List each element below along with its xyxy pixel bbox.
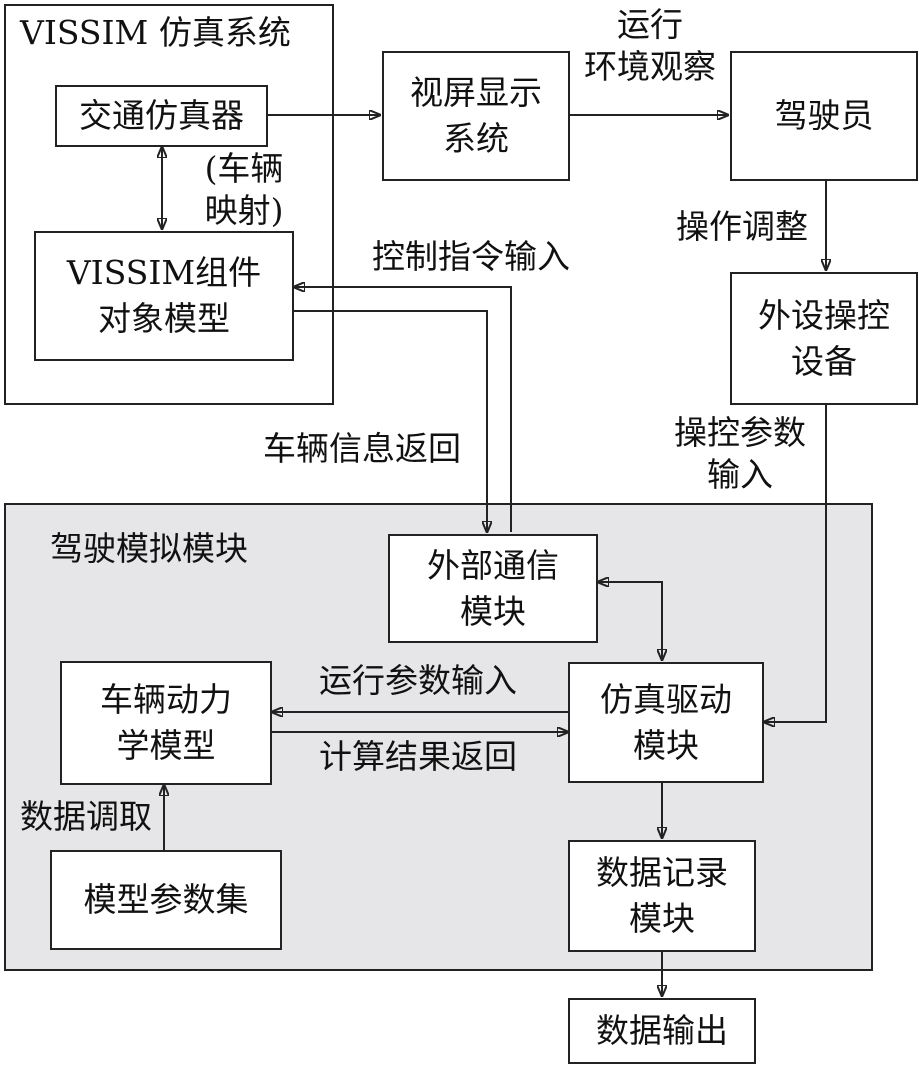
driver-box: 驾驶员 (730, 51, 918, 181)
vissim-system-region (4, 4, 334, 405)
peripheral-device-box: 外设操控 设备 (730, 272, 918, 405)
vissim-system-title: VISSIM 仿真系统 (20, 13, 291, 52)
external-comm-box: 外部通信 模块 (388, 534, 598, 643)
control-param-label: 操控参数 输入 (674, 413, 806, 494)
vehicle-dynamics-box: 车辆动力 学模型 (60, 661, 272, 785)
sim-driver-box: 仿真驱动 模块 (568, 662, 764, 783)
env-observe-label: 运行 环境观察 (584, 5, 716, 86)
operate-adjust-label: 操作调整 (676, 207, 808, 246)
data-output-box: 数据输出 (568, 998, 756, 1064)
edge-control-cmd (294, 287, 512, 532)
edge-comm-simdriver (598, 582, 662, 660)
edge-peripheral-to-simdriver (764, 405, 827, 722)
vissim-component-box: VISSIM组件 对象模型 (34, 231, 294, 361)
model-params-box: 模型参数集 (50, 850, 282, 950)
traffic-simulator-box: 交通仿真器 (55, 85, 268, 147)
data-record-box: 数据记录 模块 (568, 840, 756, 952)
data-fetch-label: 数据调取 (20, 797, 152, 836)
display-system-box: 视屏显示 系统 (382, 51, 570, 181)
edge-vehicle-info (294, 310, 487, 532)
calc-result-label: 计算结果返回 (319, 737, 517, 776)
run-param-label: 运行参数输入 (319, 661, 517, 700)
vehicle-info-label: 车辆信息返回 (263, 429, 461, 468)
driving-sim-title: 驾驶模拟模块 (50, 529, 248, 568)
vehicle-mapping-label: (车辆 映射) (204, 149, 284, 230)
control-cmd-label: 控制指令输入 (372, 237, 570, 276)
